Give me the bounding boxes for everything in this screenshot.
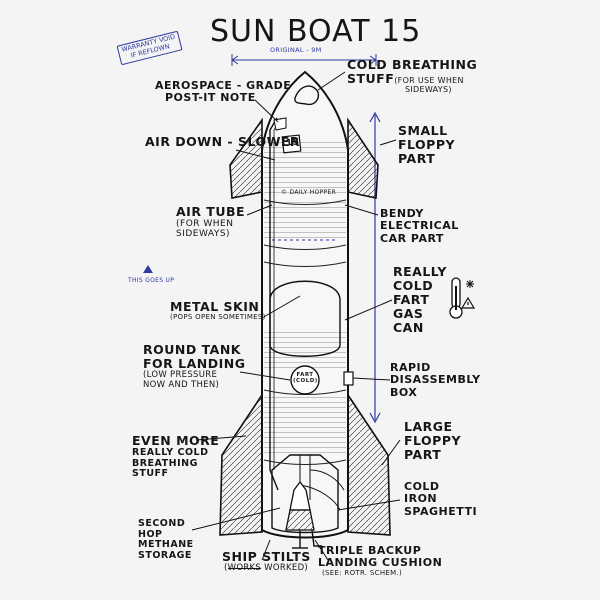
label-small: (LOW PRESSURE	[143, 370, 218, 380]
label-line: STUFF	[347, 71, 395, 86]
label-small: NOW AND THEN)	[143, 379, 220, 390]
label-small-floppy: SMALL FLOPPY PART	[398, 124, 455, 166]
label-line: AIR TUBE	[176, 204, 246, 219]
label-line: EVEN MORE	[132, 433, 220, 448]
width-note: ORIGINAL - 9M	[270, 46, 322, 54]
leader-lines	[191, 71, 401, 561]
label-struck: WORKS	[227, 563, 262, 573]
label-line: RAPID	[390, 361, 431, 374]
width-dimension	[231, 54, 377, 66]
rapid-disassembly-box	[343, 371, 354, 386]
fart-gas-tank	[269, 280, 341, 357]
label-line: ELECTRICAL	[380, 219, 459, 233]
label-line: STORAGE	[138, 549, 192, 561]
label-ship-stilts: SHIP STILTS (WORKS WORKED)	[222, 549, 311, 573]
label-line: METHANE	[138, 539, 194, 551]
warning-icon	[460, 296, 476, 309]
label-air-down: AIR DOWN - SLOWER	[145, 135, 300, 149]
label-small: SIDEWAYS)	[176, 229, 231, 240]
label-cold-breathing: COLD BREATHING STUFF(FOR USE WHEN SIDEWA…	[347, 58, 477, 95]
air-tube	[269, 117, 279, 491]
label-line: FLOPPY	[398, 137, 456, 152]
round-landing-tank	[290, 365, 320, 395]
label-line: GAS	[393, 306, 424, 321]
label-rapid: RAPID DISASSEMBLY BOX	[390, 361, 481, 399]
label-post-it: AEROSPACE - GRADE POST-IT NOTE	[155, 79, 292, 105]
label-triple-backup: TRIPLE BACKUP LANDING CUSHION (SEE: ROTR…	[318, 544, 443, 577]
label-line: CAR PART	[380, 231, 444, 245]
label-line: HOP	[138, 528, 163, 540]
page-title: SUN BOAT 15	[210, 14, 422, 49]
label-small: (FOR WHEN	[176, 219, 234, 229]
label-small: SIDEWAYS)	[405, 85, 452, 94]
label-line: IRON	[404, 492, 438, 506]
label-metal-skin: METAL SKIN (POPS OPEN SOMETIMES)	[170, 300, 266, 322]
label-small: WORKED	[264, 563, 305, 573]
label-line: COLD BREATHING	[347, 57, 478, 72]
label-line: ROUND TANK	[143, 342, 241, 357]
side-note: THIS GOES UP	[128, 277, 175, 284]
label-round-tank: ROUND TANK FOR LANDING (LOW PRESSURE NOW…	[143, 343, 246, 390]
label-line: LANDING CUSHION	[318, 556, 443, 570]
tank-marking: FART (COLD)	[293, 372, 317, 384]
thermometer-icon	[449, 277, 463, 319]
label-really-cold: REALLY COLD FART GAS CAN	[393, 265, 447, 335]
engine-bay	[271, 454, 339, 534]
label-line: LARGE	[404, 419, 453, 434]
label-line: DISASSEMBLY	[390, 373, 481, 387]
label-line: SECOND	[138, 518, 186, 529]
label-cold-iron: COLD IRON SPAGHETTI	[404, 480, 478, 518]
label-small: STUFF	[132, 468, 169, 480]
label-small: (POPS OPEN SOMETIMES)	[170, 313, 266, 321]
tank-marking-line-2: (COLD)	[293, 378, 318, 385]
label-line: TRIPLE BACKUP	[318, 544, 422, 557]
label-line: COLD	[404, 480, 440, 493]
label-line: PART	[404, 447, 442, 462]
label-small: BREATHING	[132, 457, 198, 469]
label-small: (FOR USE WHEN	[394, 76, 464, 85]
label-line: SPAGHETTI	[404, 504, 478, 518]
label-line: BENDY	[380, 207, 424, 220]
label-second-hop: SECOND HOP METHANE STORAGE	[138, 518, 194, 562]
label-line: SMALL	[398, 123, 448, 138]
label-line: METAL SKIN	[170, 299, 260, 314]
label-line: CAN	[393, 320, 424, 335]
label-small: REALLY COLD	[132, 447, 209, 458]
label-even-more: EVEN MORE REALLY COLD BREATHING STUFF	[132, 434, 219, 480]
label-line: AEROSPACE - GRADE	[155, 79, 292, 92]
engine-bells	[285, 480, 315, 531]
label-line: POST-IT NOTE	[165, 91, 256, 105]
forward-flap-left	[229, 117, 263, 199]
label-line: PART	[398, 151, 436, 166]
label-line: FOR LANDING	[143, 356, 246, 371]
label-bendy: BENDY ELECTRICAL CAR PART	[380, 207, 459, 245]
forward-flap-right	[347, 117, 379, 199]
label-air-tube: AIR TUBE (FOR WHEN SIDEWAYS)	[176, 204, 246, 240]
snowflake-icon	[466, 280, 474, 288]
tank-marking-line-1: FART	[296, 372, 314, 378]
label-line: FART	[393, 292, 430, 307]
signature: © DAILY HOPPER	[281, 189, 337, 196]
label-line: FLOPPY	[404, 433, 462, 448]
label-large-floppy: LARGE FLOPPY PART	[404, 420, 461, 462]
aft-flap-right	[347, 392, 391, 536]
label-line: SHIP STILTS	[222, 549, 311, 564]
label-line: BOX	[390, 385, 418, 399]
label-small: (SEE: ROTR. SCHEM.)	[322, 568, 403, 577]
label-line: AIR DOWN - SLOWER	[145, 134, 301, 149]
label-line: REALLY	[393, 264, 447, 279]
label-line: COLD	[393, 278, 434, 293]
